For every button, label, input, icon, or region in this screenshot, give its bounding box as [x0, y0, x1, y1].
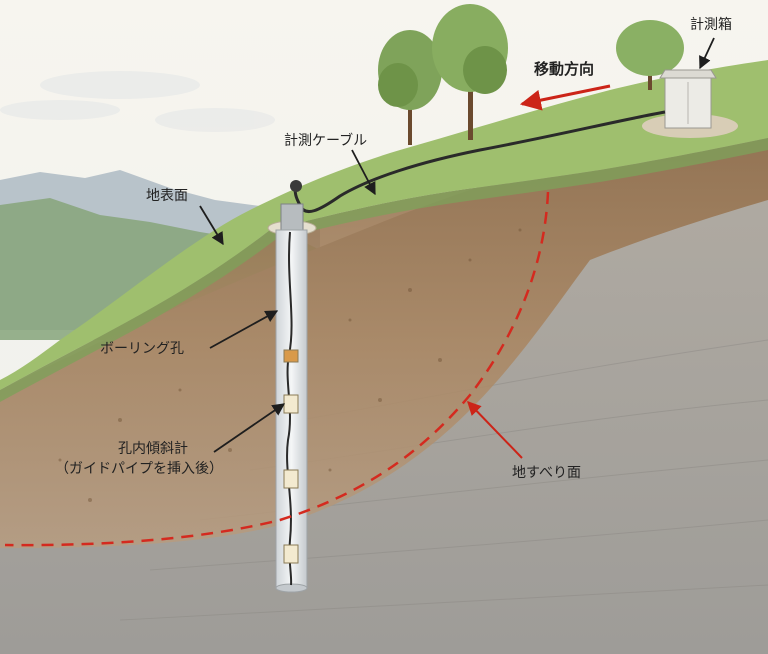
slip-surface-leader [467, 400, 523, 459]
measurement-box-label: 計測箱 [690, 17, 732, 33]
clouds [0, 71, 275, 132]
movement-direction-arrow [519, 84, 611, 111]
slip-surface-label: 地すべり面 [512, 465, 582, 481]
trees [378, 4, 684, 145]
movement-direction-label: 移動方向 [534, 60, 595, 78]
ground-surface-label: 地表面 [146, 188, 188, 204]
slip-surface-line [4, 191, 550, 547]
grass-surface [0, 60, 768, 390]
grass-darker [0, 138, 768, 402]
inclinometer-label-line1: 孔内傾斜計 [118, 441, 188, 457]
inclinometer-label-line2: （ガイドパイプを挿入後） [55, 461, 223, 477]
measurement-cable-label: 計測ケーブル [284, 133, 368, 149]
leader-lines [199, 37, 715, 453]
boring-hole-label: ボーリング孔 [100, 341, 184, 357]
measurement-box [642, 69, 738, 138]
soil-layer [0, 138, 768, 548]
soil-speckles [58, 228, 522, 502]
